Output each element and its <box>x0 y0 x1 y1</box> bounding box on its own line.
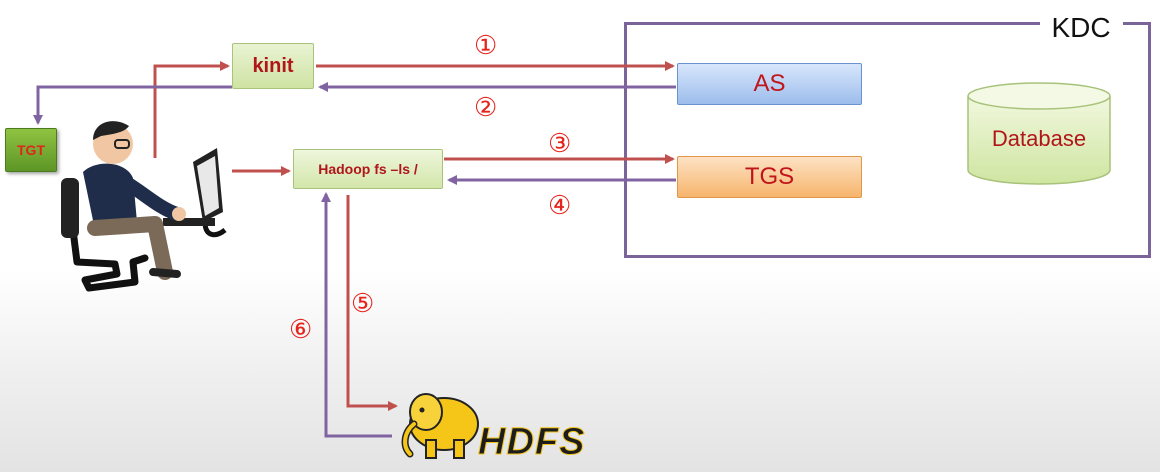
kdc-border-top-right <box>1123 22 1151 25</box>
arrow-kinit-to-tgt <box>33 85 232 125</box>
arrow-hadoop-to-hdfs <box>346 195 398 411</box>
arrow-hdfs-to-hadoop <box>321 192 392 438</box>
step-6-label: ⑥ <box>289 314 313 344</box>
step-5-label: ⑤ <box>351 288 375 318</box>
arrow-user-to-kinit <box>153 61 230 158</box>
step-4-label: ④ <box>548 190 572 220</box>
tgs-box: TGS <box>677 156 862 198</box>
tgt-ticket: TGT <box>5 128 57 172</box>
step-3-label: ③ <box>548 128 572 158</box>
kdc-container <box>624 22 1151 258</box>
as-box: AS <box>677 63 862 105</box>
hadoop-command-box: Hadoop fs –ls / <box>293 149 443 189</box>
database-cylinder-icon <box>967 82 1111 185</box>
step-1-label: ① <box>474 30 498 60</box>
user-at-computer-icon <box>61 121 227 292</box>
kdc-border-top-left <box>624 22 1040 25</box>
hdfs-label: HDFS <box>477 421 586 464</box>
hadoop-elephant-icon <box>401 393 479 459</box>
kinit-box: kinit <box>232 43 314 89</box>
step-2-label: ② <box>474 92 498 122</box>
database-label: Database <box>991 126 1087 151</box>
kdc-label: KDC <box>1051 12 1111 43</box>
